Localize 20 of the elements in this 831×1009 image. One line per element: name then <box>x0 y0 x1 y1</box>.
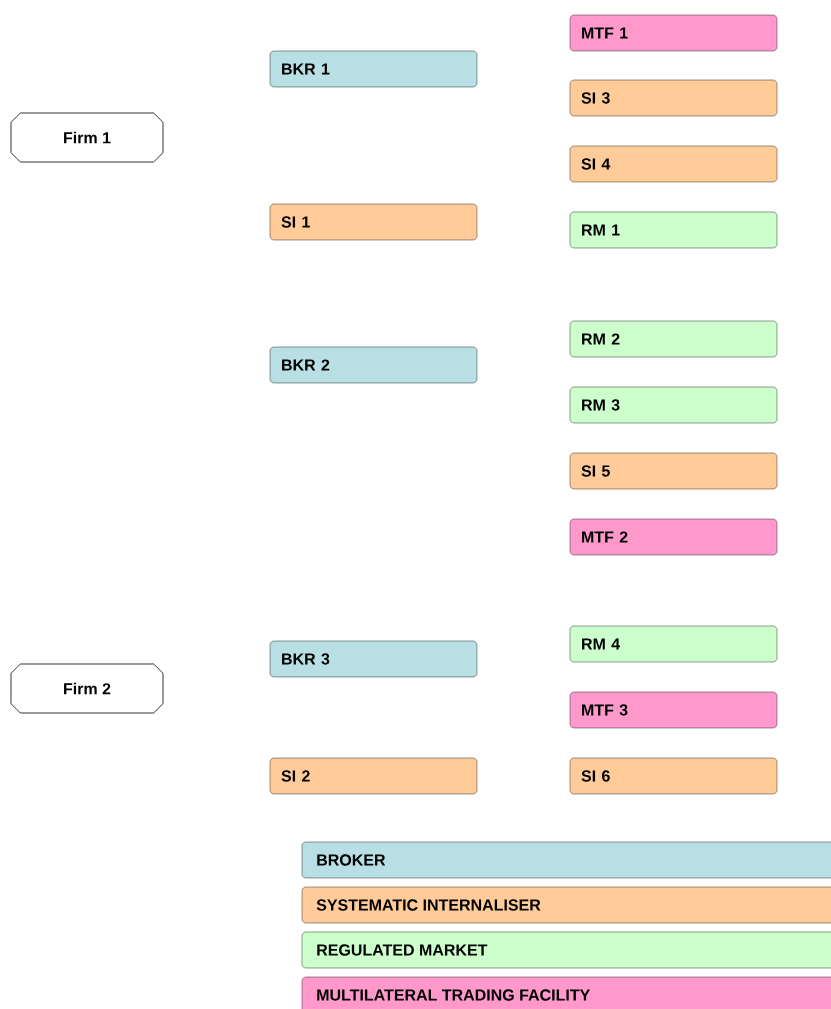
entity-box: RM 1 <box>569 211 778 249</box>
entity-box: RM 3 <box>569 386 778 424</box>
entity-box: BKR 2 <box>269 346 478 384</box>
entity-box: MTF 1 <box>569 14 778 52</box>
entity-box: BKR 1 <box>269 50 478 88</box>
entity-box: SI 1 <box>269 203 478 241</box>
entity-box: RM 2 <box>569 320 778 358</box>
entity-box: SI 3 <box>569 79 778 117</box>
entity-box: BKR 3 <box>269 640 478 678</box>
entity-box: SI 2 <box>269 757 478 795</box>
entity-box: MTF 3 <box>569 691 778 729</box>
entity-box: SI 5 <box>569 452 778 490</box>
entity-box: RM 4 <box>569 625 778 663</box>
entity-box: SI 4 <box>569 145 778 183</box>
legend-text: REGULATED MARKET <box>317 944 488 956</box>
entity-box: SI 6 <box>569 757 778 795</box>
legend-text: SYSTEMATIC INTERNALISER <box>316 899 541 911</box>
legend-text: MULTILATERAL TRADING FACILITY <box>317 989 590 1001</box>
entity-box: MTF 2 <box>569 518 778 556</box>
legend-text: BROKER <box>317 854 386 866</box>
